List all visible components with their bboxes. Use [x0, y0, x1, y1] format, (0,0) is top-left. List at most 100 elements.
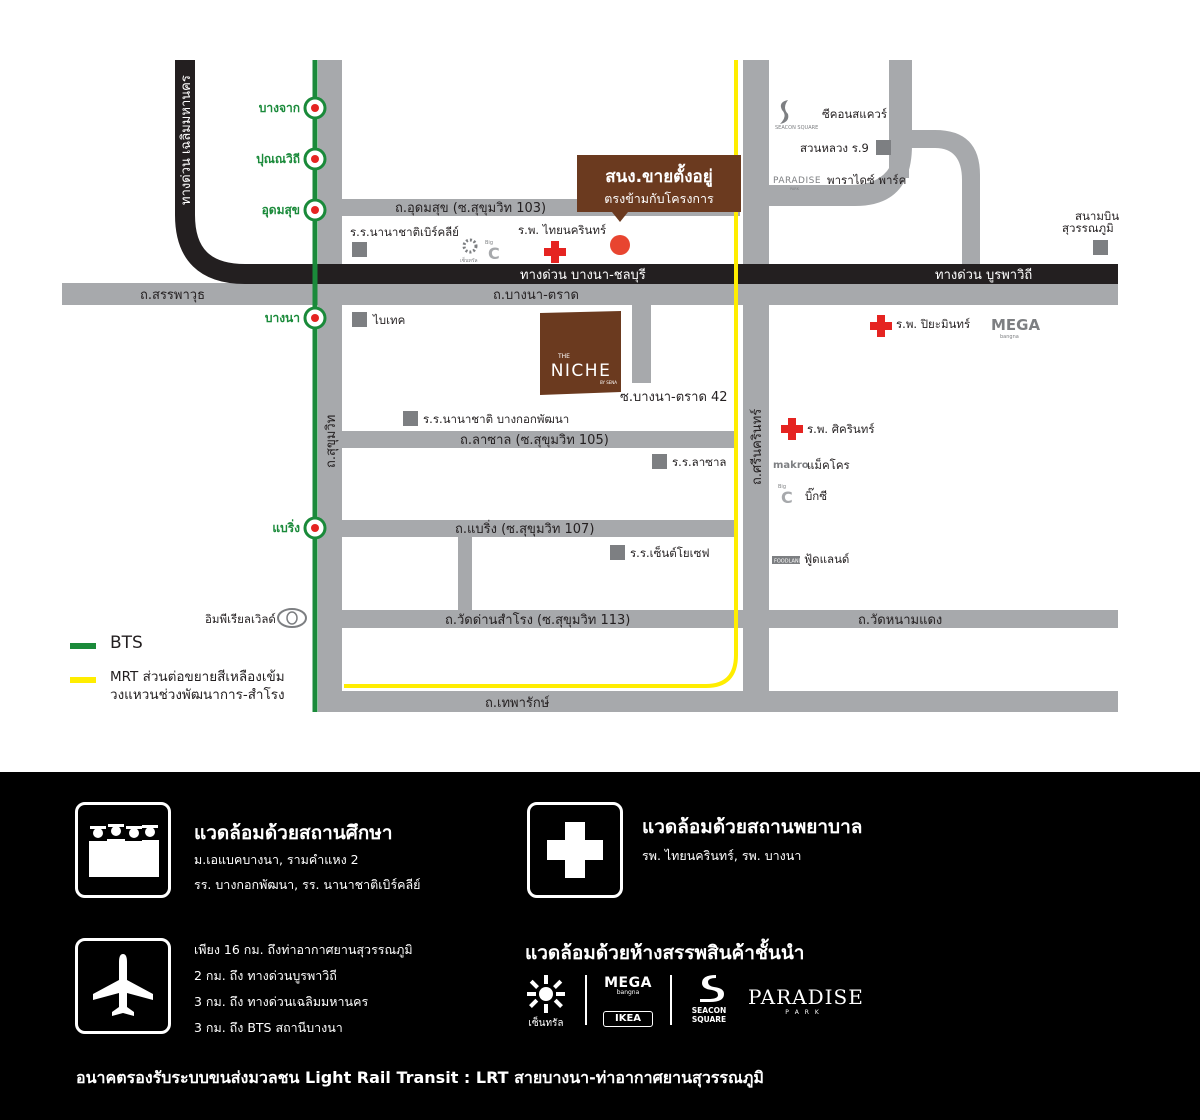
- road-theparak: [318, 691, 1118, 712]
- marker-bangkok-prep: [352, 242, 367, 257]
- svg-text:บางจาก: บางจาก: [259, 101, 300, 115]
- legend-mrt-swatch: [70, 677, 96, 683]
- place-lasalle-school: ร.ร.ลาซาล: [672, 455, 726, 469]
- place-foodland: ฟู้ดแลนด์: [804, 552, 849, 566]
- place-piyamin: ร.พ. ปิยะมินทร์: [896, 317, 970, 331]
- makro-logo-small: makro: [773, 460, 809, 471]
- bigc-logo-small-1: Big C: [485, 240, 500, 263]
- bts-station-bearing: แบริ่ง: [272, 516, 327, 540]
- hospital-icon-sikarin: [781, 418, 803, 440]
- legend-bts: BTS: [70, 634, 330, 652]
- hospital-line1: รพ. ไทยนครินทร์, รพ. บางนา: [642, 848, 802, 863]
- road-lasalle: [318, 431, 738, 448]
- svg-text:สนง.ขายตั้งอยู่: สนง.ขายตั้งอยู่: [605, 163, 712, 188]
- place-thainakarin: ร.พ. ไทยนครินทร์: [518, 223, 606, 237]
- place-bkk-patana: ร.ร.นานาชาติ บางกอกพัฒนา: [423, 412, 569, 426]
- place-imperial: อิมพีเรียลเวิลด์: [205, 612, 276, 626]
- place-st-joseph: ร.ร.เซ็นต์โยเซฟ: [630, 545, 710, 560]
- seacon-label-2: SQUARE: [691, 1015, 727, 1024]
- paradise-label: PARADISE: [748, 985, 864, 1009]
- svg-text:THE: THE: [557, 353, 570, 360]
- svg-text:ตรงข้ามกับโครงการ: ตรงข้ามกับโครงการ: [604, 191, 714, 206]
- marker-lasalle-school: [652, 454, 667, 469]
- marker-st-joseph: [610, 545, 625, 560]
- place-bigc: บิ๊กซี: [805, 487, 827, 503]
- ikea-logo: IKEA: [603, 1011, 653, 1027]
- brand-divider-1: [585, 975, 587, 1025]
- foodland-logo-small: FOODLAND: [772, 556, 803, 565]
- paradise-logo: PARADISE P A R K: [748, 985, 868, 1016]
- svg-text:SEACON SQUARE: SEACON SQUARE: [775, 125, 818, 131]
- bts-station-bangchak: บางจาก: [259, 96, 327, 120]
- road-label-lasalle: ถ.ลาซาล (ซ.สุขุมวิท 105): [460, 433, 609, 448]
- central-sunburst-icon: [527, 975, 565, 1013]
- hospital-title: แวดล้อมด้วยสถานพยาบาล: [642, 816, 863, 838]
- travel-line4: 3 กม. ถึง BTS สถานีบางนา: [194, 1020, 343, 1035]
- highway-burapha-withi-label: ทางด่วน บูรพาวิถี: [935, 267, 1032, 283]
- bts-station-udomsuk: อุดมสุข: [262, 198, 327, 222]
- hospital-icon-piyamin: [870, 315, 892, 337]
- features-panel: [0, 772, 1200, 1120]
- svg-text:ปุณณวิถี: ปุณณวิถี: [256, 152, 300, 167]
- travel-line2: 2 กม. ถึง ทางด่วนบูรพาวิถี: [194, 968, 337, 983]
- education-line2: รร. บางกอกพัฒนา, รร. นานาชาติเบิร์คลีย์: [194, 877, 421, 892]
- svg-text:NICHE: NICHE: [551, 361, 612, 381]
- svg-text:อุดมสุข: อุดมสุข: [262, 203, 300, 218]
- road-label-sukhumvit: ถ.สุขุมวิท: [324, 415, 339, 468]
- travel-line3: 3 กม. ถึง ทางด่วนเฉลิมมหานคร: [194, 994, 369, 1009]
- sales-office-callout: สนง.ขายตั้งอยู่ ตรงข้ามกับโครงการ: [577, 155, 741, 222]
- location-map: ทางด่วน บางนา-ชลบุรี ทางด่วน บูรพาวิถี ท…: [62, 60, 1119, 712]
- road-network: [62, 60, 1118, 712]
- place-suan-luang: สวนหลวง ร.9: [800, 141, 869, 155]
- graduates-icon: [89, 824, 159, 877]
- road-label-theparak: ถ.เทพารักษ์: [485, 695, 550, 711]
- seacon-s-icon: [700, 975, 724, 1002]
- legend-mrt: MRT ส่วนต่อขยายสีเหลืองเข้ม วงแหวนช่วงพั…: [70, 668, 330, 704]
- place-makro: แม็คโคร: [807, 457, 850, 472]
- svg-text:BY SENA: BY SENA: [600, 380, 617, 385]
- seacon-label-1: SEACON: [691, 1006, 727, 1015]
- highway-chaloem-label: ทางด่วน เฉลิมมหานคร: [179, 75, 194, 205]
- road-bearing: [318, 520, 738, 537]
- marker-bkk-patana: [403, 411, 418, 426]
- mega-label: MEGA: [604, 975, 652, 991]
- paradise-logo-small-sub: PARK: [790, 187, 800, 191]
- road-bend: [760, 60, 912, 206]
- seacon-logo-small: SEACON SQUARE: [775, 100, 818, 131]
- place-suvarnabhumi-1: สนามบิน: [1075, 209, 1119, 223]
- road-label-sanphawut: ถ.สรรพาวุธ: [140, 288, 205, 303]
- hospital-icon-thainakarin: [544, 241, 566, 263]
- road-label-soi-42: ซ.บางนา-ตราด 42: [620, 390, 728, 405]
- svg-text:Big: Big: [778, 484, 786, 490]
- shopping-title: แวดล้อมด้วยห้างสรรพสินค้าชั้นนำ: [525, 942, 805, 964]
- map-legend: BTS MRT ส่วนต่อขยายสีเหลืองเข้ม วงแหวนช่…: [70, 634, 330, 720]
- legend-bts-label: BTS: [110, 633, 143, 653]
- paradise-sub-label: P A R K: [785, 1009, 821, 1016]
- airplane-icon: [93, 954, 153, 1016]
- highway-chaloem-maha-nakhon: [175, 60, 1118, 284]
- mega-sub-label: bangna: [616, 989, 640, 996]
- bts-station-punnawithi: ปุณณวิถี: [256, 147, 327, 171]
- legend-mrt-line2: วงแหวนช่วงพัฒนาการ-สำโรง: [110, 687, 285, 703]
- hospital-icon-box: [527, 802, 623, 898]
- place-suvarnabhumi-2: สุวรรณภูมิ: [1062, 221, 1114, 235]
- bts-station-bangna: บางนา: [265, 306, 327, 330]
- road-srinakarin: [743, 60, 769, 692]
- brand-divider-2: [670, 975, 672, 1025]
- medical-cross-icon: [547, 822, 603, 878]
- legend-bts-swatch: [70, 643, 96, 649]
- education-icon-box: [75, 802, 171, 898]
- road-bearing-branch: [458, 520, 472, 610]
- legend-mrt-line1: MRT ส่วนต่อขยายสีเหลืองเข้ม: [110, 669, 285, 685]
- road-label-srinakarin: ถ.ศรีนครินทร์: [749, 409, 765, 485]
- marker-bitec: [352, 312, 367, 327]
- svg-text:C: C: [488, 244, 500, 263]
- place-paradise: พาราไดซ์ พาร์ค: [827, 173, 906, 187]
- place-seacon: ซีคอนสแควร์: [822, 107, 887, 121]
- mega-logo-small: MEGA: [991, 316, 1040, 334]
- mega-logo-small-sub: bangna: [1000, 334, 1019, 340]
- road-sanphawut-bangna-trad: [62, 283, 1118, 305]
- road-label-bearing: ถ.แบริ่ง (ซ.สุขุมวิท 107): [455, 520, 594, 537]
- seacon-logo: SEACON SQUARE: [686, 972, 732, 1024]
- road-label-udomsuk: ถ.อุดมสุข (ซ.สุขุมวิท 103): [395, 201, 546, 216]
